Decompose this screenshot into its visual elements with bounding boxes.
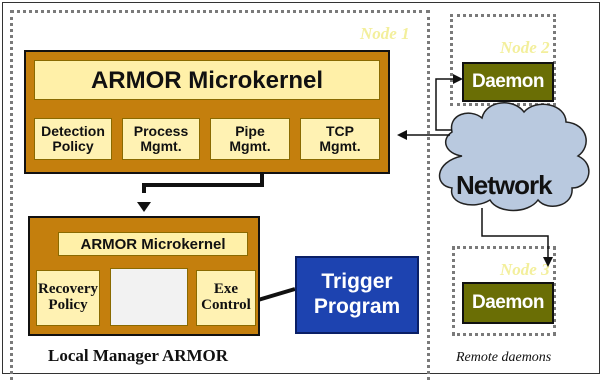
network-cloud — [438, 102, 590, 212]
node-1-label: Node 1 — [360, 24, 410, 43]
trigger-link-line — [257, 287, 296, 302]
caption-local-manager: Local Manager ARMOR — [48, 346, 229, 365]
recovery-policy: Recovery Policy — [36, 270, 100, 326]
caption-remote-daemons: Remote daemons — [456, 350, 552, 365]
armor-link-line — [142, 170, 264, 193]
node-3-label: Node 3 — [500, 260, 550, 279]
armor-link-arrow-bottom — [137, 202, 151, 212]
lower-armor: ARMOR Microkernel Recovery Policy Exe Co… — [28, 216, 260, 336]
module-tcp-mgmt: TCP Mgmt. — [300, 118, 380, 160]
network-label: Network — [456, 170, 553, 200]
daemon-node-2: Daemon — [462, 62, 554, 102]
trigger-program: Trigger Program — [295, 256, 419, 334]
module-process-mgmt: Process Mgmt. — [122, 118, 200, 160]
module-pipe-mgmt: Pipe Mgmt. — [210, 118, 290, 160]
node-3-region — [452, 246, 556, 336]
local-manager-armor: ARMOR Microkernel Detection Policy Proce… — [24, 50, 390, 174]
module-detection-policy: Detection Policy — [34, 118, 112, 160]
graph-panel — [110, 268, 188, 326]
network-daemon2-line — [435, 74, 463, 131]
node-2-label: Node 2 — [500, 38, 550, 57]
lower-microkernel-title: ARMOR Microkernel — [58, 232, 248, 256]
microkernel-title-bar: ARMOR Microkernel — [34, 60, 380, 100]
daemon-node-3: Daemon — [462, 282, 554, 324]
exe-control: Exe Control — [196, 270, 256, 326]
node-1-region — [10, 10, 430, 380]
network-daemon3-line — [481, 208, 553, 267]
figure-frame — [2, 2, 600, 374]
